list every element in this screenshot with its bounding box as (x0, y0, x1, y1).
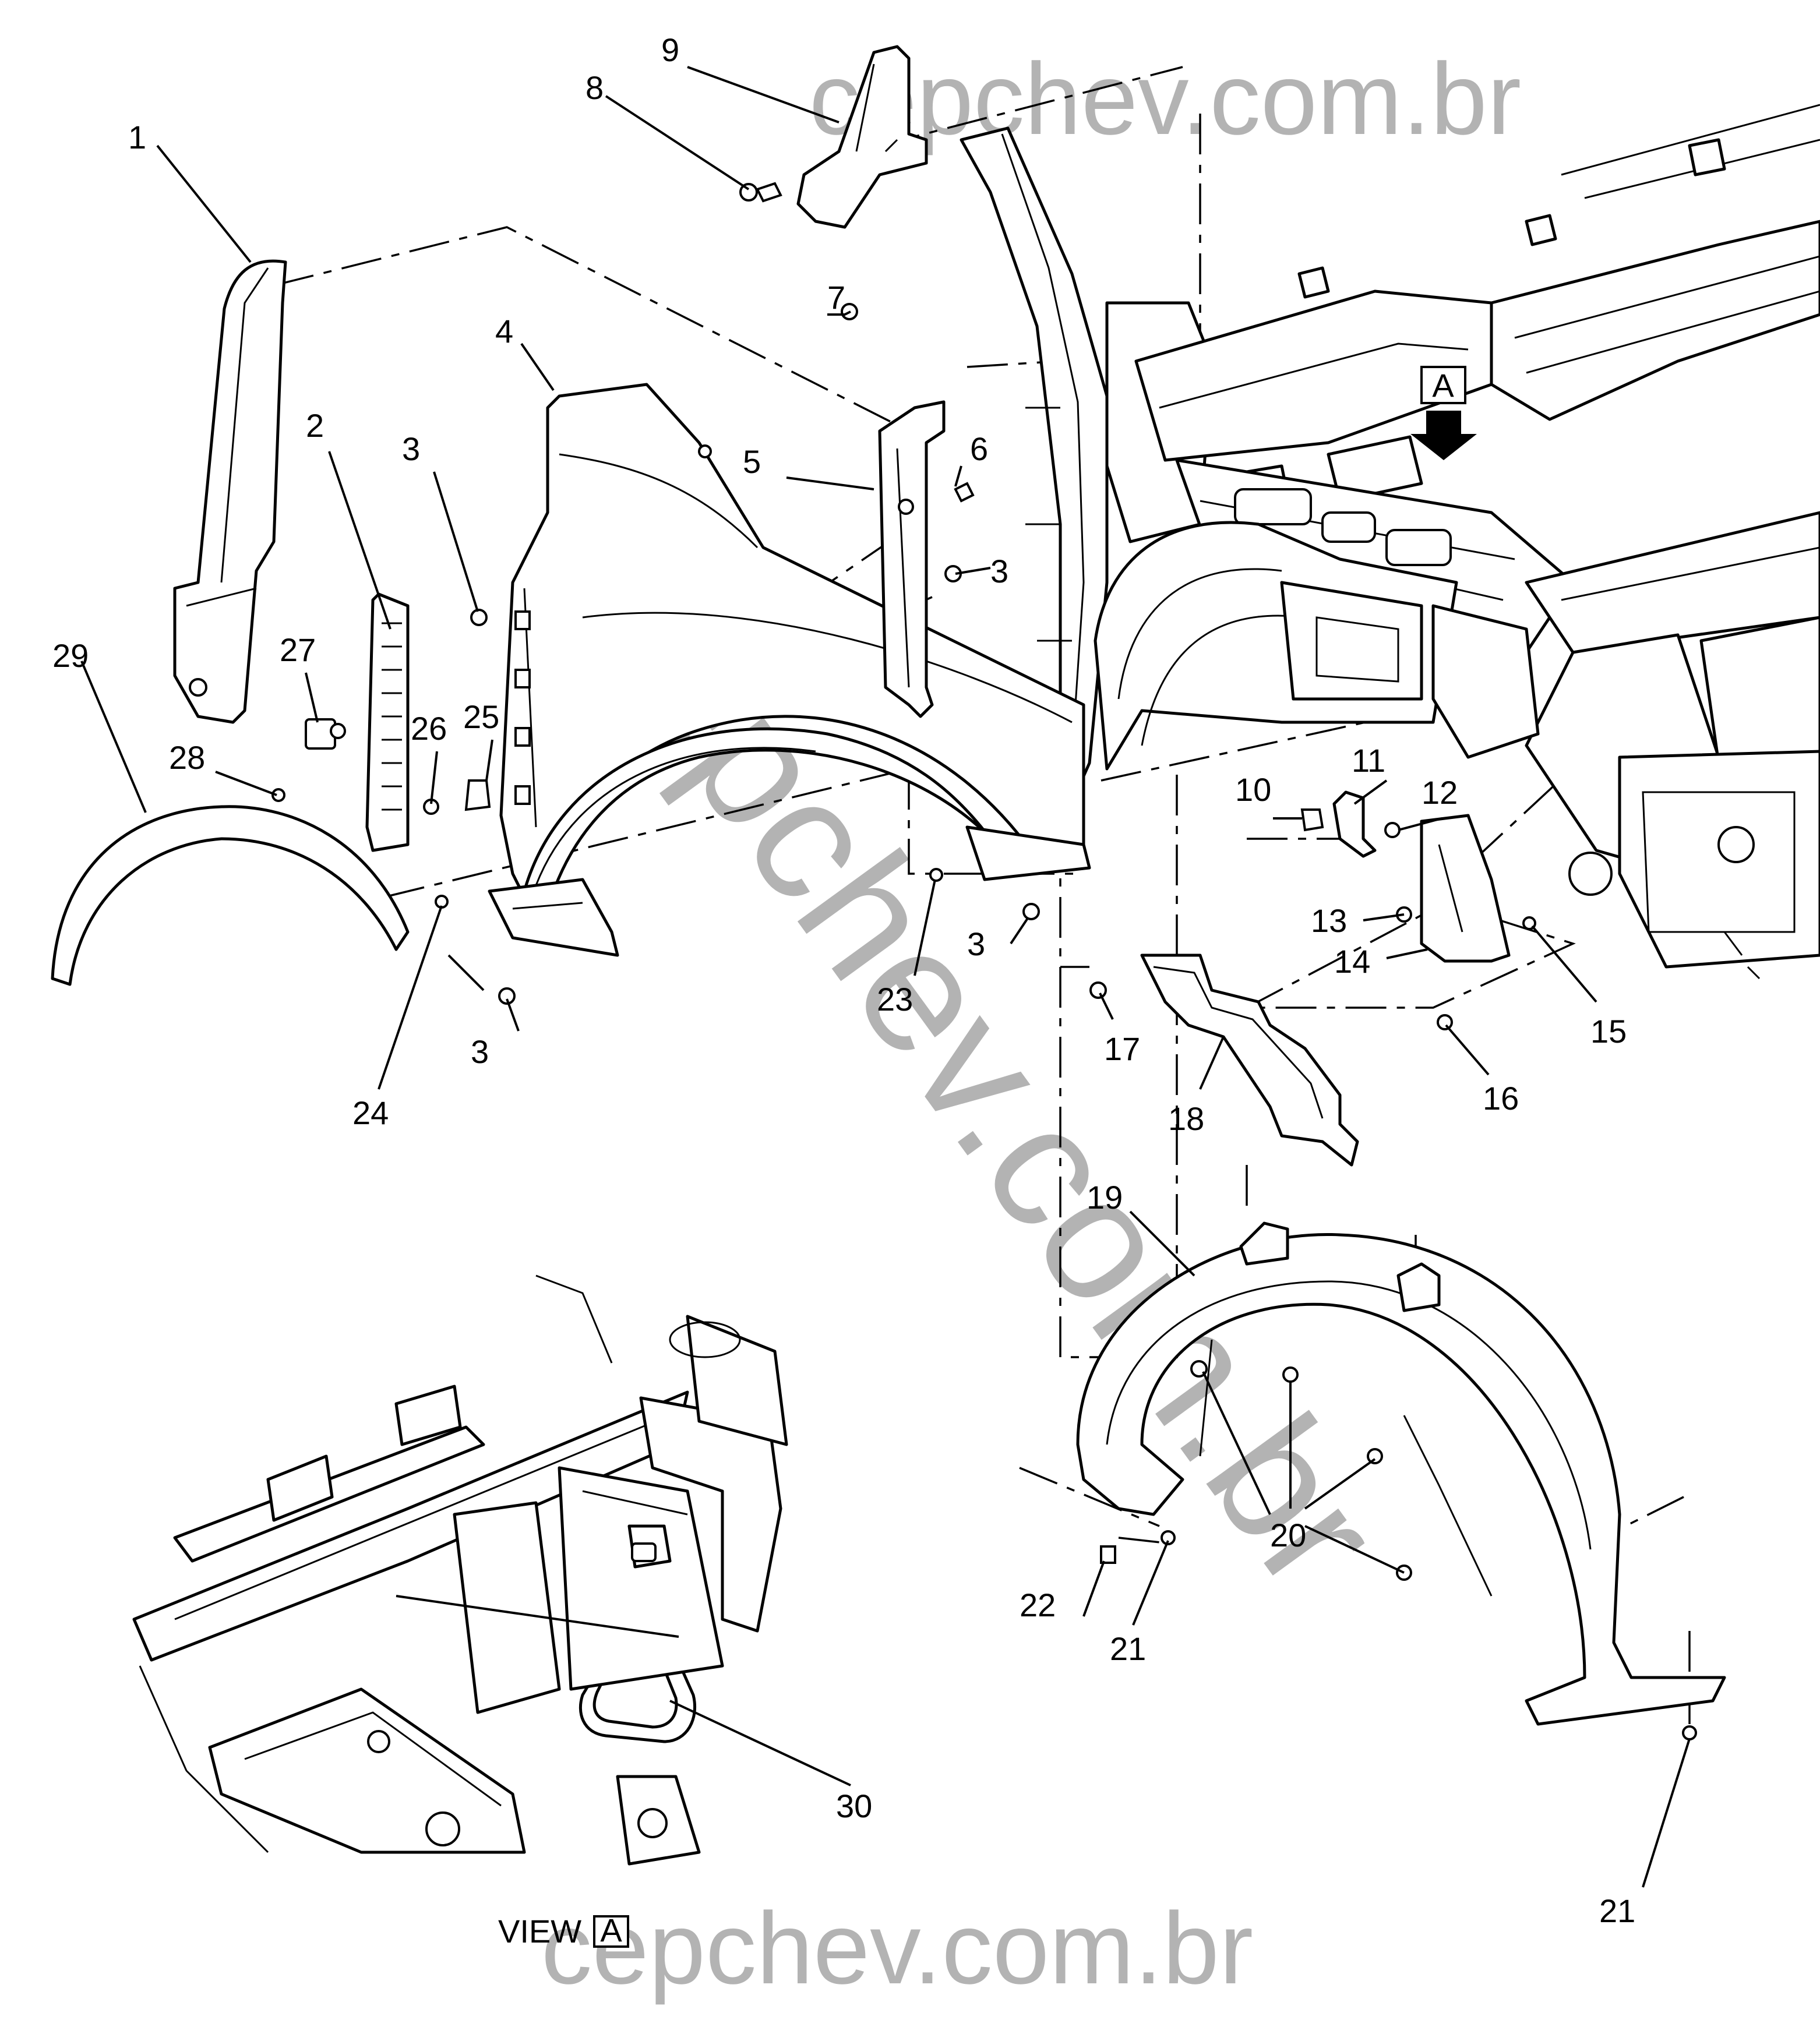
callout-3c: 3 (967, 926, 985, 962)
part-9-upper-bracket (796, 45, 928, 229)
view-a-marker-letter: A (1432, 367, 1454, 404)
callout-18: 18 (1168, 1100, 1204, 1137)
callout-30: 30 (836, 1788, 872, 1824)
callout-3a: 3 (402, 430, 420, 467)
view-a-body-detail (132, 1274, 788, 1866)
callout-13: 13 (1311, 902, 1347, 939)
watermark-top: cepchev.com.br (809, 43, 1521, 156)
view-a-label: VIEW A (498, 1912, 629, 1950)
callout-6: 6 (970, 430, 988, 467)
callout-25: 25 (463, 698, 499, 735)
callout-9: 9 (661, 31, 679, 68)
callout-3b: 3 (990, 553, 1008, 589)
leader-lines (80, 66, 1691, 1888)
callout-21b: 21 (1599, 1892, 1635, 1929)
callout-12: 12 (1422, 774, 1458, 811)
callout-17: 17 (1104, 1030, 1140, 1067)
callout-1: 1 (128, 119, 146, 156)
callout-26: 26 (411, 710, 447, 747)
callout-2: 2 (306, 407, 324, 444)
callout-3d: 3 (471, 1033, 489, 1070)
part-18-gasket (1140, 954, 1359, 1167)
callout-20: 20 (1270, 1517, 1306, 1553)
part-5-fender-bracket (878, 400, 946, 718)
callout-22: 22 (1020, 1587, 1056, 1623)
callout-19: 19 (1087, 1179, 1123, 1216)
callout-29: 29 (52, 637, 89, 674)
callout-16: 16 (1483, 1080, 1519, 1117)
callout-14: 14 (1334, 943, 1370, 980)
part-4-front-fender (488, 383, 1091, 957)
callout-24: 24 (352, 1094, 389, 1131)
part-29-wheel-molding (51, 805, 410, 986)
part-1-fender-molding (173, 259, 287, 724)
callout-23: 23 (877, 981, 913, 1018)
callout-11: 11 (1352, 742, 1385, 779)
callout-21a: 21 (1110, 1630, 1146, 1667)
view-a-arrow-icon (1410, 411, 1477, 460)
callouts: 1 2 3 3 3 3 4 5 6 7 8 9 10 11 12 13 14 1… (52, 31, 1635, 1929)
watermark-bottom: cepchev.com.br (541, 1892, 1253, 2005)
part-2-grille-insert (365, 592, 410, 852)
part-14-bracket (1420, 814, 1511, 963)
callout-4: 4 (495, 313, 513, 349)
view-label-prefix: VIEW (498, 1913, 581, 1950)
callout-15: 15 (1590, 1013, 1627, 1050)
body-structure (960, 104, 1820, 980)
view-label-letter: A (600, 1912, 622, 1948)
callout-8: 8 (585, 69, 604, 106)
view-a-marker: A (1410, 366, 1477, 460)
part-11-bracket (1332, 790, 1377, 858)
callout-7: 7 (827, 279, 845, 316)
callout-10: 10 (1235, 771, 1271, 808)
callout-27: 27 (280, 631, 316, 668)
callout-28: 28 (169, 739, 205, 776)
callout-5: 5 (743, 443, 761, 480)
part-19-wheelhouse-liner (1076, 1221, 1726, 1726)
